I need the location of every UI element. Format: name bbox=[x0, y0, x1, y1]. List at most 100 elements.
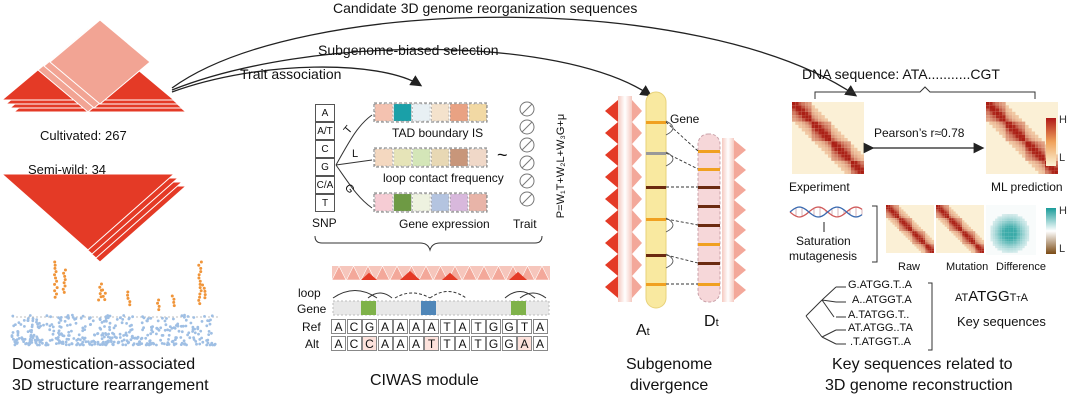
heatmap-cell bbox=[940, 207, 943, 210]
heatmap-cell bbox=[821, 121, 825, 125]
heatmap-cell bbox=[905, 224, 908, 227]
heatmap-cell bbox=[964, 231, 967, 234]
dna-helix-icon bbox=[789, 206, 863, 218]
heatmap-cell bbox=[999, 225, 1002, 228]
heatmap-cell bbox=[828, 141, 832, 145]
heatmap-cell bbox=[1015, 144, 1019, 148]
heatmap-cell bbox=[1041, 151, 1045, 155]
heatmap-cell bbox=[1008, 128, 1013, 132]
heatmap-cell bbox=[936, 213, 939, 216]
manhattan-point bbox=[145, 319, 149, 323]
heatmap-cell bbox=[805, 131, 809, 135]
heatmap-cell bbox=[938, 207, 941, 210]
heatmap-cell bbox=[931, 246, 934, 249]
left-caption-line1: Domestication-associated bbox=[12, 356, 196, 373]
heatmap-cell bbox=[949, 207, 952, 210]
heatmap-cell bbox=[1051, 167, 1055, 171]
heatmap-cell bbox=[997, 232, 1000, 235]
heatmap-cell bbox=[979, 250, 982, 253]
heatmap-cell bbox=[831, 141, 835, 145]
dt-triangle bbox=[734, 280, 746, 300]
heatmap-cell bbox=[1005, 118, 1009, 122]
heatmap-cell bbox=[1001, 223, 1005, 226]
heatmap-cell bbox=[1015, 241, 1018, 244]
heatmap-cell bbox=[953, 224, 956, 227]
manhattan-point bbox=[51, 332, 55, 336]
manhattan-point bbox=[108, 321, 112, 325]
heatmap-cell bbox=[923, 244, 926, 247]
heatmap-cell bbox=[1011, 243, 1014, 246]
manhattan-peak-point bbox=[172, 300, 176, 304]
at-triangle bbox=[605, 144, 618, 166]
key-sequence: A..ATGGT.A bbox=[852, 294, 912, 306]
heatmap-cell bbox=[850, 170, 855, 174]
heatmap-cell bbox=[896, 215, 900, 219]
heatmap-cell bbox=[798, 108, 802, 112]
heatmap-cell bbox=[995, 234, 998, 237]
manhattan-peak-point bbox=[53, 289, 57, 293]
manhattan-peak-point bbox=[157, 304, 161, 308]
heatmap-cell bbox=[850, 154, 855, 158]
heatmap-cell bbox=[828, 147, 832, 152]
heatmap-cell bbox=[1054, 154, 1058, 158]
heatmap-cell bbox=[1015, 121, 1019, 125]
manhattan-plot bbox=[10, 260, 218, 347]
heatmap-cell bbox=[821, 141, 825, 145]
heatmap-cell bbox=[927, 242, 930, 245]
colorbar-diff bbox=[1046, 208, 1056, 254]
heatmap-cell bbox=[1022, 151, 1026, 155]
heatmap-cell bbox=[942, 222, 945, 225]
heatmap-cell bbox=[792, 118, 796, 122]
heatmap-cell bbox=[888, 213, 891, 216]
heatmap-cell bbox=[979, 242, 982, 245]
heatmap-cell bbox=[894, 211, 897, 214]
heatmap-cell bbox=[910, 226, 913, 229]
dt-gene-bar bbox=[698, 224, 720, 227]
heatmap-cell bbox=[995, 232, 998, 235]
heatmap-cell bbox=[957, 220, 960, 223]
heatmap-cell bbox=[910, 218, 913, 221]
heatmap-cell bbox=[892, 215, 895, 219]
heatmap-cell bbox=[1031, 160, 1036, 165]
manhattan-point bbox=[195, 342, 198, 346]
heatmap-cell bbox=[1004, 227, 1007, 230]
manhattan-point bbox=[163, 319, 167, 323]
heatmap-cell bbox=[940, 218, 943, 221]
colorbar-main bbox=[1046, 118, 1056, 166]
heatmap-cell bbox=[1015, 218, 1018, 221]
heatmap-cell bbox=[997, 225, 1000, 228]
heatmap-cell bbox=[951, 218, 954, 221]
heatmap-cell bbox=[801, 128, 806, 132]
heatmap-cell bbox=[1015, 115, 1019, 119]
manhattan-point bbox=[103, 335, 106, 339]
manhattan-point bbox=[146, 333, 150, 337]
heatmap-cell bbox=[1004, 214, 1007, 217]
homolog-links bbox=[665, 120, 699, 285]
heatmap-cell bbox=[964, 224, 967, 227]
heatmap-cell bbox=[986, 102, 990, 106]
manhattan-point bbox=[116, 341, 120, 345]
heatmap-cell bbox=[907, 233, 910, 236]
tilde-symbol: ~ bbox=[497, 145, 508, 165]
heatmap-cell bbox=[795, 118, 799, 122]
heatmap-cell bbox=[938, 213, 941, 216]
manhattan-point bbox=[109, 339, 113, 342]
key-sequence: .T.ATGGT..A bbox=[850, 336, 911, 348]
heatmap-cell bbox=[888, 215, 891, 219]
heatmap-cell bbox=[896, 213, 900, 216]
heatmap-cell bbox=[929, 242, 932, 245]
heatmap-cell bbox=[905, 235, 908, 238]
heatmap-cell bbox=[1017, 234, 1021, 237]
manhattan-peak-point bbox=[53, 266, 57, 270]
heatmap-cell bbox=[1020, 239, 1023, 242]
heatmap-cell bbox=[1005, 138, 1009, 142]
heatmap-cell bbox=[841, 144, 845, 148]
heatmap-cell bbox=[841, 157, 845, 161]
heatmap-cell bbox=[850, 157, 855, 161]
heatmap-cell bbox=[914, 244, 917, 247]
heatmap-cell bbox=[1022, 141, 1026, 145]
heatmap-cell bbox=[1031, 131, 1036, 135]
heatmap-cell bbox=[968, 235, 971, 238]
manhattan-point bbox=[58, 340, 62, 344]
heatmap-cell bbox=[1002, 124, 1006, 129]
